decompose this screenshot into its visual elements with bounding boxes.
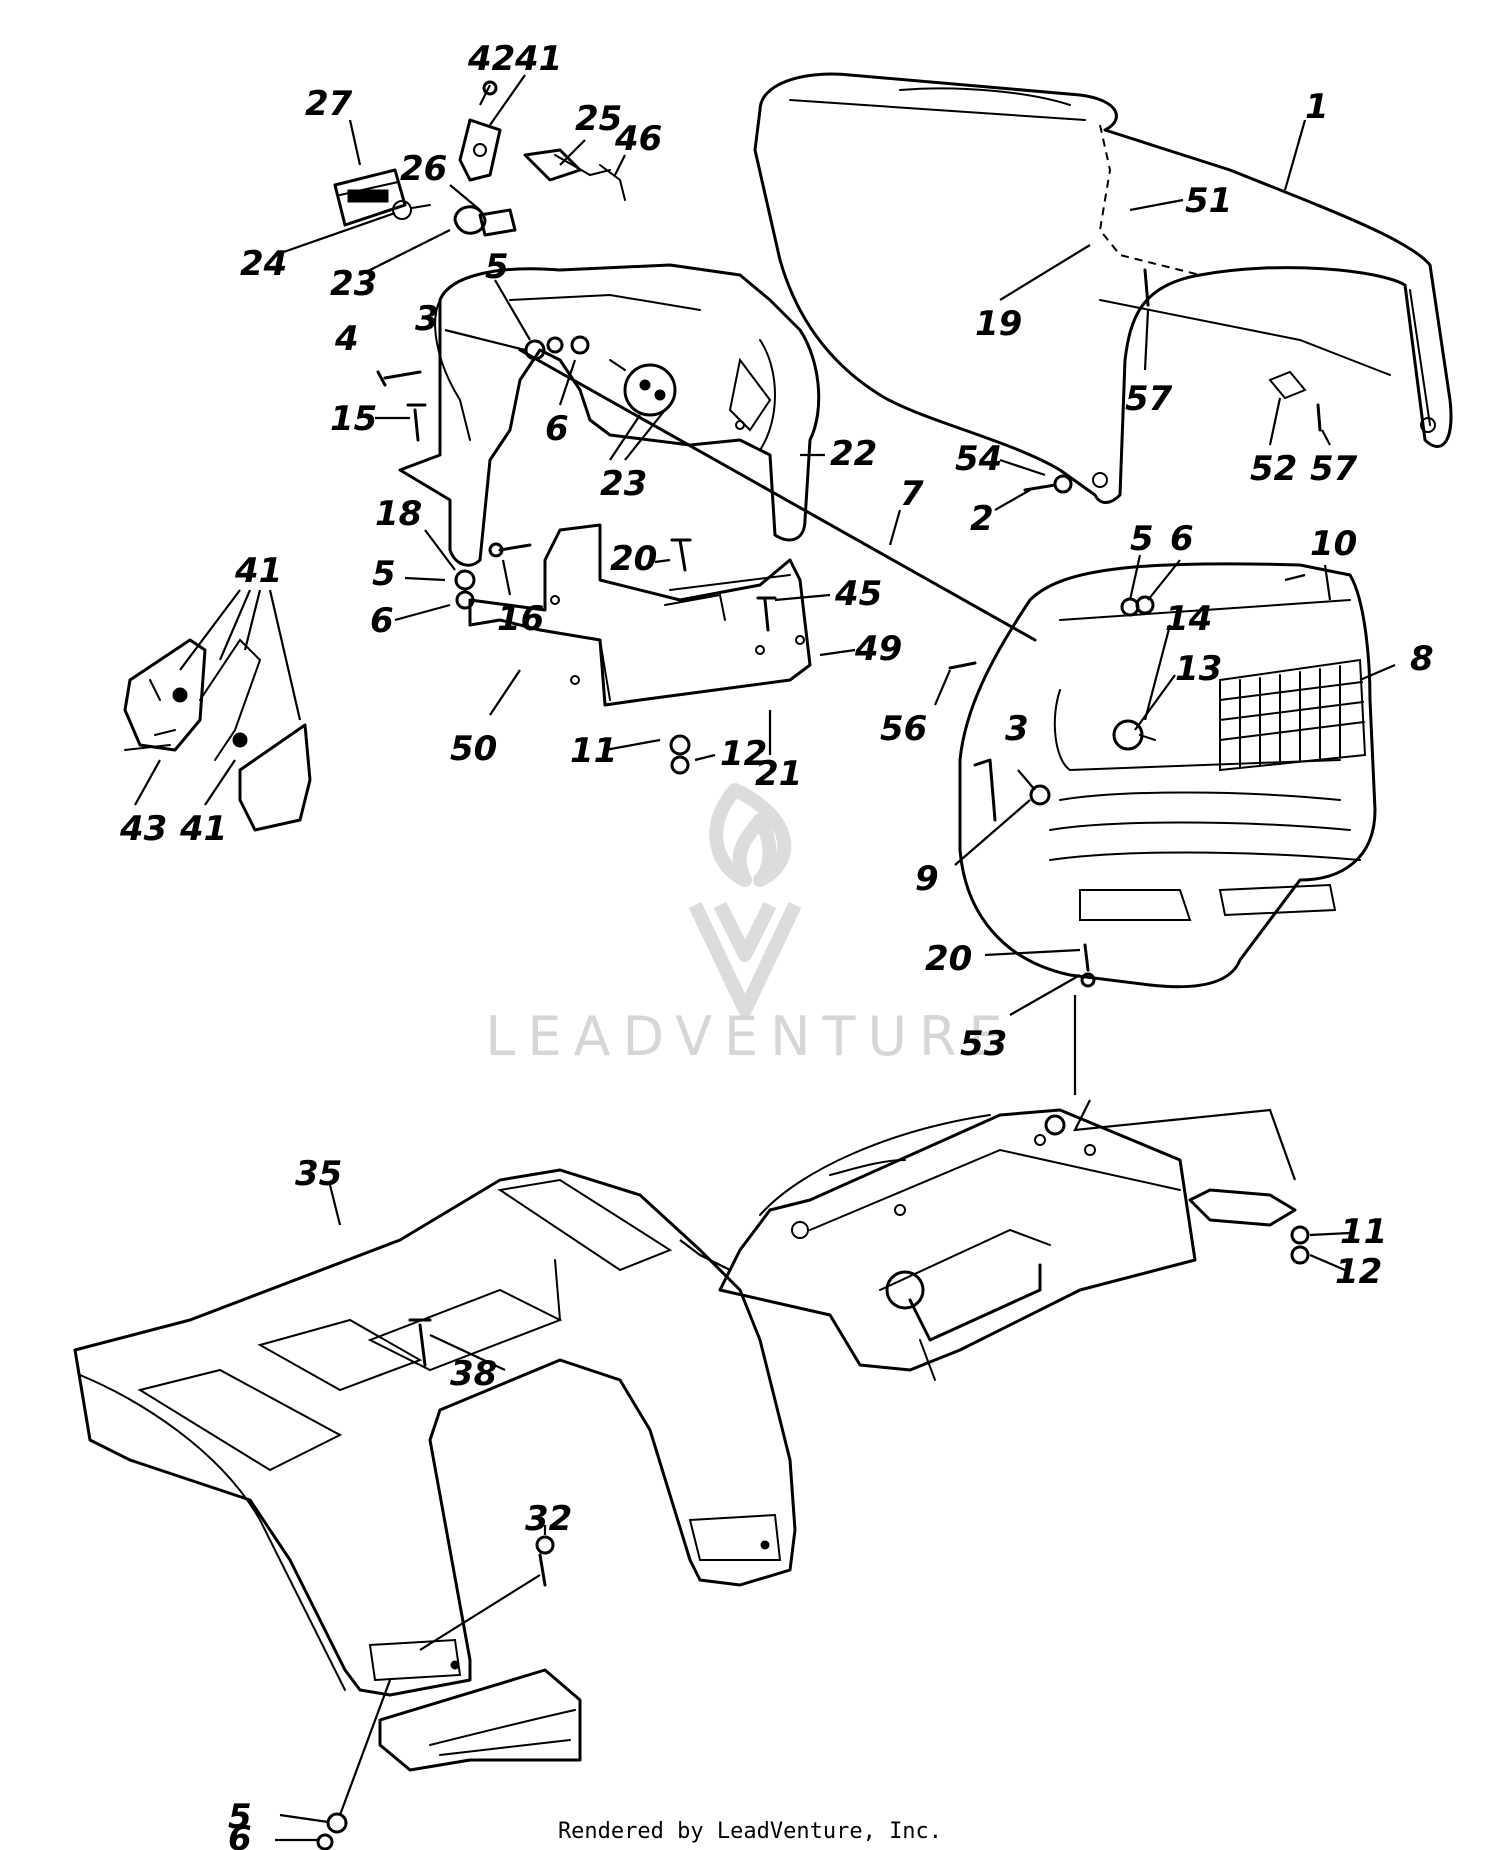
callout-49: 49: [854, 629, 902, 669]
callout-6-grille: 6: [1170, 519, 1194, 559]
callout-51: 51: [1185, 181, 1232, 221]
callout-35: 35: [295, 1154, 342, 1194]
callout-11-frame: 11: [1340, 1212, 1387, 1252]
callout-10: 10: [1310, 524, 1357, 564]
callout-12-console: 12: [720, 734, 767, 774]
callout-22: 22: [830, 434, 877, 474]
hardware-set: [316, 80, 1322, 1850]
callout-3-dash: 3: [415, 299, 439, 339]
callout-16: 16: [497, 599, 544, 639]
callout-7: 7: [900, 474, 924, 514]
front-frame-part: [718, 1108, 1297, 1381]
callout-9: 9: [915, 859, 939, 899]
callout-6-lower: 6: [370, 601, 394, 641]
callout-26: 26: [400, 149, 447, 189]
callout-4: 4: [334, 319, 359, 359]
callout-43: 43: [119, 809, 167, 849]
callout-21: 21: [755, 754, 802, 794]
render-credit: Rendered by LeadVenture, Inc.: [558, 1819, 942, 1844]
callout-52: 52: [1250, 449, 1297, 489]
light-switch-part: [478, 208, 517, 237]
callout-6-step: 6: [228, 1819, 252, 1850]
fender-part: [73, 1168, 797, 1697]
knob-part: [453, 205, 487, 235]
callout-42: 42: [467, 39, 515, 79]
callout-2: 2: [970, 499, 994, 539]
callout-45: 45: [834, 574, 882, 614]
leader-lines: [134, 74, 1396, 1842]
callout-41-top: 41: [514, 39, 562, 79]
callout-11-console: 11: [570, 731, 617, 771]
callout-20-grille: 20: [925, 939, 972, 979]
callout-5-step: 5: [228, 1797, 252, 1837]
callout-57-hood-right: 57: [1310, 449, 1358, 489]
callout-27: 27: [305, 84, 353, 124]
callout-57-hood-left: 57: [1125, 379, 1173, 419]
callout-54: 54: [955, 439, 1002, 479]
callout-56: 56: [880, 709, 927, 749]
callout-5-grille: 5: [1130, 519, 1154, 559]
watermark-text: LEADVENTURE: [485, 1005, 1014, 1068]
headlight-part: [1112, 719, 1156, 751]
grille-nosepiece-part: [958, 562, 1377, 989]
callout-14: 14: [1165, 599, 1212, 639]
hood-part: [753, 72, 1453, 504]
callout-18: 18: [375, 494, 422, 534]
callout-6-dash: 6: [545, 409, 569, 449]
callout-32: 32: [525, 1499, 572, 1539]
ignition-switch-part: [609, 359, 677, 417]
callout-53: 53: [960, 1024, 1007, 1064]
callout-20-console: 20: [610, 539, 657, 579]
callout-24: 24: [240, 244, 287, 284]
callout-5-lower: 5: [372, 554, 396, 594]
callout-12-frame: 12: [1335, 1252, 1382, 1292]
ammeter-part: [333, 168, 407, 227]
lever-bracket-assembly-part: [123, 638, 312, 832]
callout-1: 1: [1305, 87, 1329, 127]
callout-8: 8: [1410, 639, 1434, 679]
callout-23-top: 23: [330, 264, 377, 304]
callout-25: 25: [575, 99, 622, 139]
key-part: [392, 200, 431, 220]
grille-mesh: [1219, 658, 1367, 772]
callout-13: 13: [1175, 649, 1222, 689]
callout-50: 50: [450, 729, 497, 769]
callout-23-dash: 23: [600, 464, 647, 504]
callout-41-assembly: 41: [234, 551, 282, 591]
throttle-knob-part: [523, 148, 626, 201]
callout-19: 19: [975, 304, 1022, 344]
callout-15: 15: [330, 399, 377, 439]
leadventure-watermark: LEADVENTURE: [485, 783, 1014, 1068]
console-bracket-part: [468, 523, 812, 707]
step-plate-part: [378, 1668, 582, 1772]
dash-panel-part: [398, 263, 821, 567]
callout-41-bottom: 41: [179, 809, 227, 849]
callout-3-grille: 3: [1005, 709, 1029, 749]
callout-5-dash: 5: [485, 247, 509, 287]
callout-labels: 1 51 19 57 57 52 54 2 42 41 27 25 46 26 …: [119, 39, 1434, 1850]
callout-46: 46: [614, 119, 662, 159]
callout-38: 38: [450, 1354, 497, 1394]
choke-lever-part: [458, 118, 502, 182]
tie-rod-part: [518, 348, 1037, 642]
